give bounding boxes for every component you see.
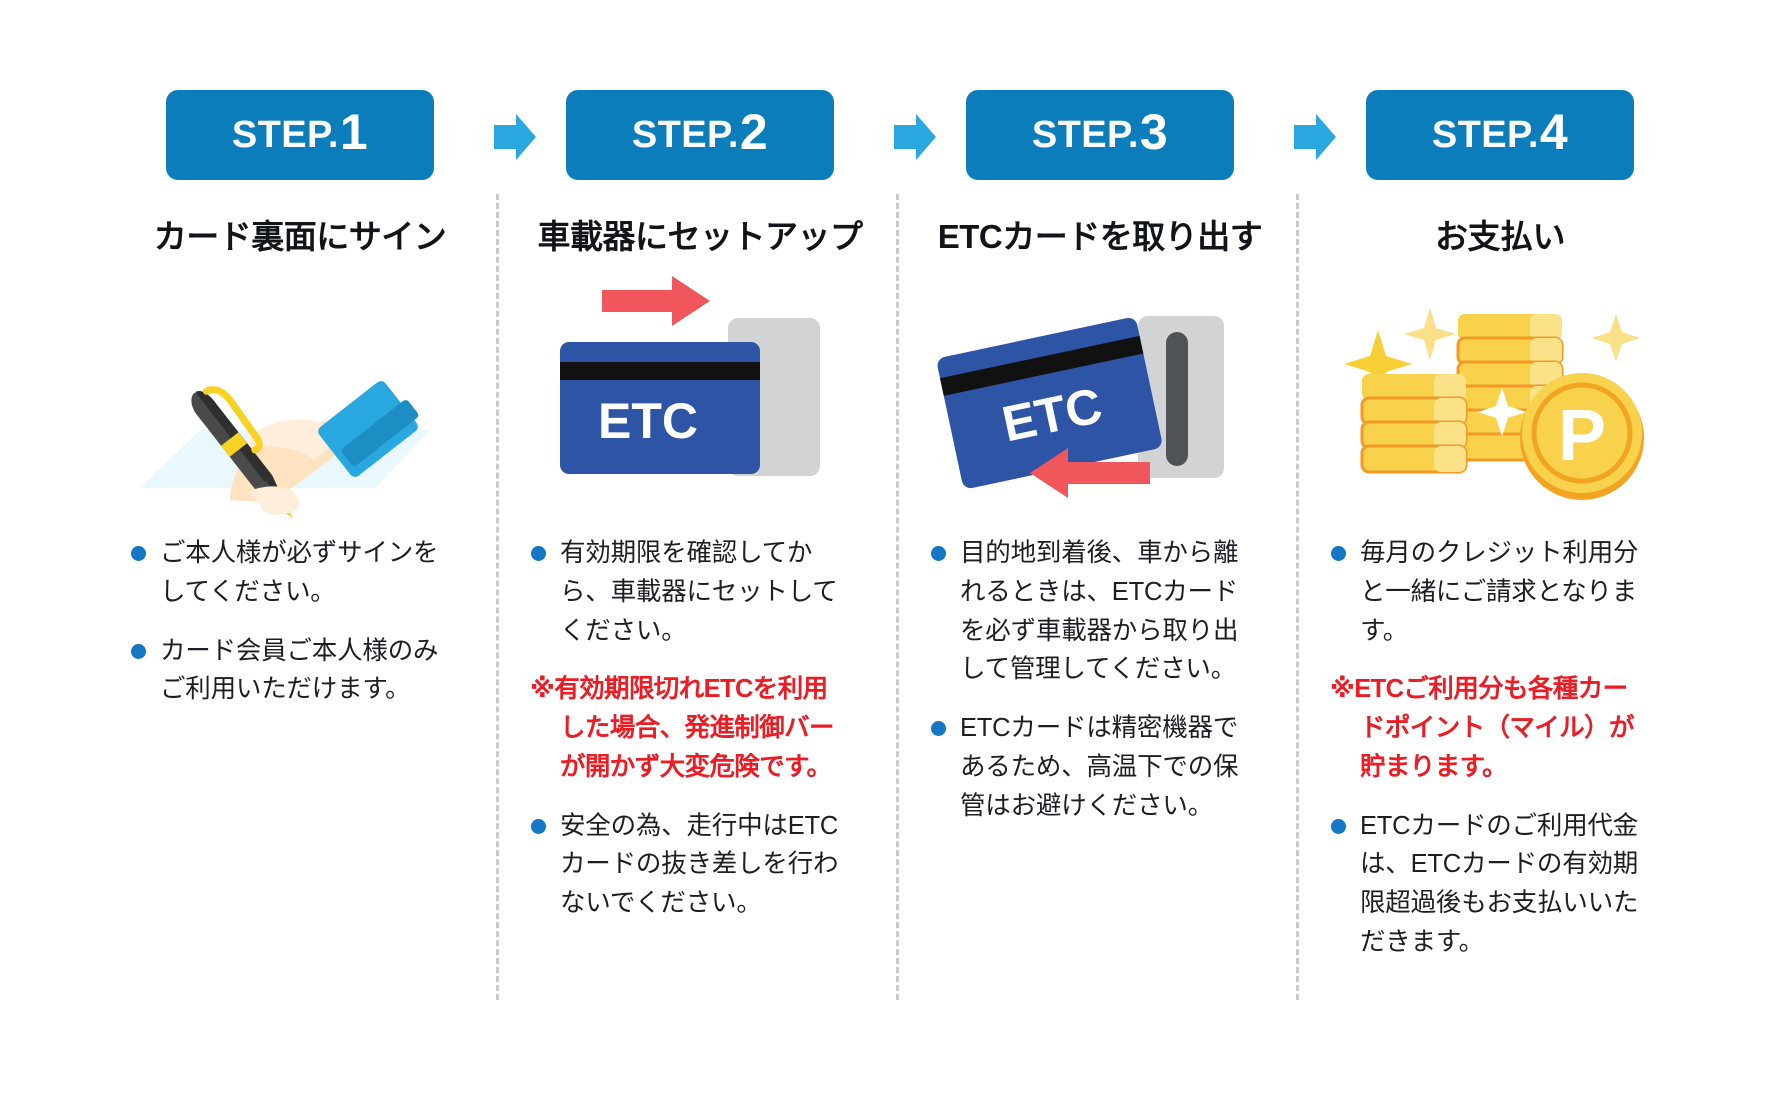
- step-1-title: カード裏面にサイン: [153, 218, 447, 255]
- note-item: 有効期限を確認してから、車載器にセットしてください。: [530, 534, 850, 650]
- bullet-dot-icon: [131, 546, 146, 561]
- step-4-badge: STEP.4: [1366, 90, 1634, 180]
- bullet-dot-icon: [531, 546, 546, 561]
- step-4-notes: 毎月のクレジット利用分と一緒にご請求となります。 ※ETCご利用分も各種カードポ…: [1330, 534, 1650, 982]
- arrow-right-icon-2: [894, 114, 936, 160]
- bullet-dot-icon: [931, 721, 946, 736]
- step-column-1: STEP.1 カード裏面にサイン: [100, 90, 536, 1030]
- step-4-illustration: P: [1330, 270, 1670, 520]
- step-2-notes: 有効期限を確認してから、車載器にセットしてください。 ※有効期限切れETCを利用…: [530, 534, 850, 943]
- note-text: 安全の為、走行中はETCカードの抜き差しを行わないでください。: [560, 811, 839, 918]
- step-3-badge: STEP.3: [966, 90, 1234, 180]
- step-3-badge-word: STEP.: [1031, 114, 1139, 156]
- step-2-badge-row: STEP.2: [500, 90, 936, 194]
- step-4-title: お支払い: [1435, 218, 1566, 255]
- note-item-warning: ※ETCご利用分も各種カードポイント（マイル）が貯まります。: [1330, 670, 1650, 786]
- sparkle-icon: [1592, 314, 1640, 362]
- hand-signing-pen-icon: [140, 381, 430, 519]
- step-2-badge-number: 2: [739, 104, 769, 160]
- note-item: 毎月のクレジット利用分と一緒にご請求となります。: [1330, 534, 1650, 650]
- note-text: 毎月のクレジット利用分と一緒にご請求となります。: [1360, 539, 1639, 645]
- note-item: ご本人様が必ずサインをしてください。: [130, 534, 450, 612]
- sparkle-icon: [1344, 330, 1412, 398]
- card-label-text: ETC: [598, 393, 698, 449]
- step-3-title: ETCカードを取り出す: [937, 218, 1263, 255]
- step-1-notes: ご本人様が必ずサインをしてください。 カード会員ご本人様のみご利用いただけます。: [130, 534, 450, 729]
- note-text: ご本人様が必ずサインをしてください。: [160, 539, 439, 606]
- note-text: カード会員ご本人様のみご利用いただけます。: [160, 636, 439, 704]
- bullet-dot-icon: [131, 643, 146, 659]
- step-3-badge-row: STEP.3: [900, 90, 1336, 194]
- step-1-badge-number: 1: [339, 104, 369, 160]
- sparkle-icon: [1404, 308, 1456, 360]
- etc-card-eject-icon: ETC: [937, 316, 1224, 498]
- step-2-title: 車載器にセットアップ: [537, 218, 864, 255]
- etc-card-insert-icon: ETC: [560, 276, 820, 476]
- step-4-badge-row: STEP.4: [1300, 90, 1700, 194]
- step-column-3: STEP.3 ETCカードを取り出す ETC: [896, 90, 1336, 1030]
- step-2-illustration: ETC: [530, 270, 870, 520]
- step-column-2: STEP.2 車載器にセットアップ ETC: [496, 90, 936, 1030]
- bullet-dot-icon: [1331, 546, 1346, 561]
- note-item: カード会員ご本人様のみご利用いただけます。: [130, 632, 450, 710]
- note-text: 有効期限を確認してから、車載器にセットしてください。: [560, 539, 838, 645]
- step-4-badge-word: STEP.: [1431, 114, 1539, 156]
- steps-container: STEP.1 カード裏面にサイン: [100, 90, 1700, 1030]
- note-item: ETCカードは精密機器であるため、高温下での保管はお避けください。: [930, 709, 1250, 825]
- warning-marker: ※: [1330, 675, 1355, 704]
- step-3-illustration: ETC: [930, 270, 1270, 520]
- step-2-badge: STEP.2: [566, 90, 834, 180]
- eject-arrow-icon: [1030, 448, 1150, 498]
- step-3-notes: 目的地到着後、車から離れるときは、ETCカードを必ず車載器から取り出して管理して…: [930, 534, 1250, 845]
- step-3-badge-number: 3: [1139, 104, 1169, 160]
- arrow-right-icon-3: [1294, 114, 1336, 160]
- point-label-text: P: [1558, 396, 1606, 476]
- step-1-badge: STEP.1: [166, 90, 434, 180]
- note-text: ETCご利用分も各種カードポイント（マイル）が貯まります。: [1354, 675, 1634, 781]
- note-item-warning: ※有効期限切れETCを利用した場合、発進制御バーが開かず大変危険です。: [530, 670, 850, 786]
- note-text: ETCカードは精密機器であるため、高温下での保管はお避けください。: [960, 714, 1239, 820]
- note-item: 安全の為、走行中はETCカードの抜き差しを行わないでください。: [530, 807, 850, 923]
- sparkle-icon: [1478, 388, 1526, 436]
- point-coin: P: [1520, 373, 1644, 500]
- insert-arrow-icon: [602, 276, 710, 326]
- note-item: ETCカードのご利用代金は、ETCカードの有効期限超過後もお支払いいただきます。: [1330, 807, 1650, 962]
- step-4-badge-number: 4: [1539, 104, 1569, 160]
- note-text: 有効期限切れETCを利用した場合、発進制御バーが開かず大変危険です。: [554, 675, 834, 781]
- coin-stack-front-left: [1360, 374, 1468, 474]
- warning-marker: ※: [530, 675, 555, 704]
- note-text: ETCカードのご利用代金は、ETCカードの有効期限超過後もお支払いいただきます。: [1360, 811, 1639, 956]
- arrow-right-icon-1: [494, 114, 536, 160]
- note-text: 目的地到着後、車から離れるときは、ETCカードを必ず車載器から取り出して管理して…: [960, 539, 1239, 684]
- step-1-badge-word: STEP.: [231, 114, 339, 156]
- bullet-dot-icon: [1331, 818, 1346, 834]
- step-1-illustration: [130, 270, 470, 520]
- step-2-badge-word: STEP.: [631, 114, 739, 156]
- step-1-badge-row: STEP.1: [100, 90, 536, 194]
- bullet-dot-icon: [531, 818, 546, 834]
- note-item: 目的地到着後、車から離れるときは、ETCカードを必ず車載器から取り出して管理して…: [930, 534, 1250, 689]
- coins-point-icon: P: [1344, 308, 1644, 500]
- step-column-4: STEP.4 お支払い: [1296, 90, 1700, 1030]
- bullet-dot-icon: [931, 546, 946, 561]
